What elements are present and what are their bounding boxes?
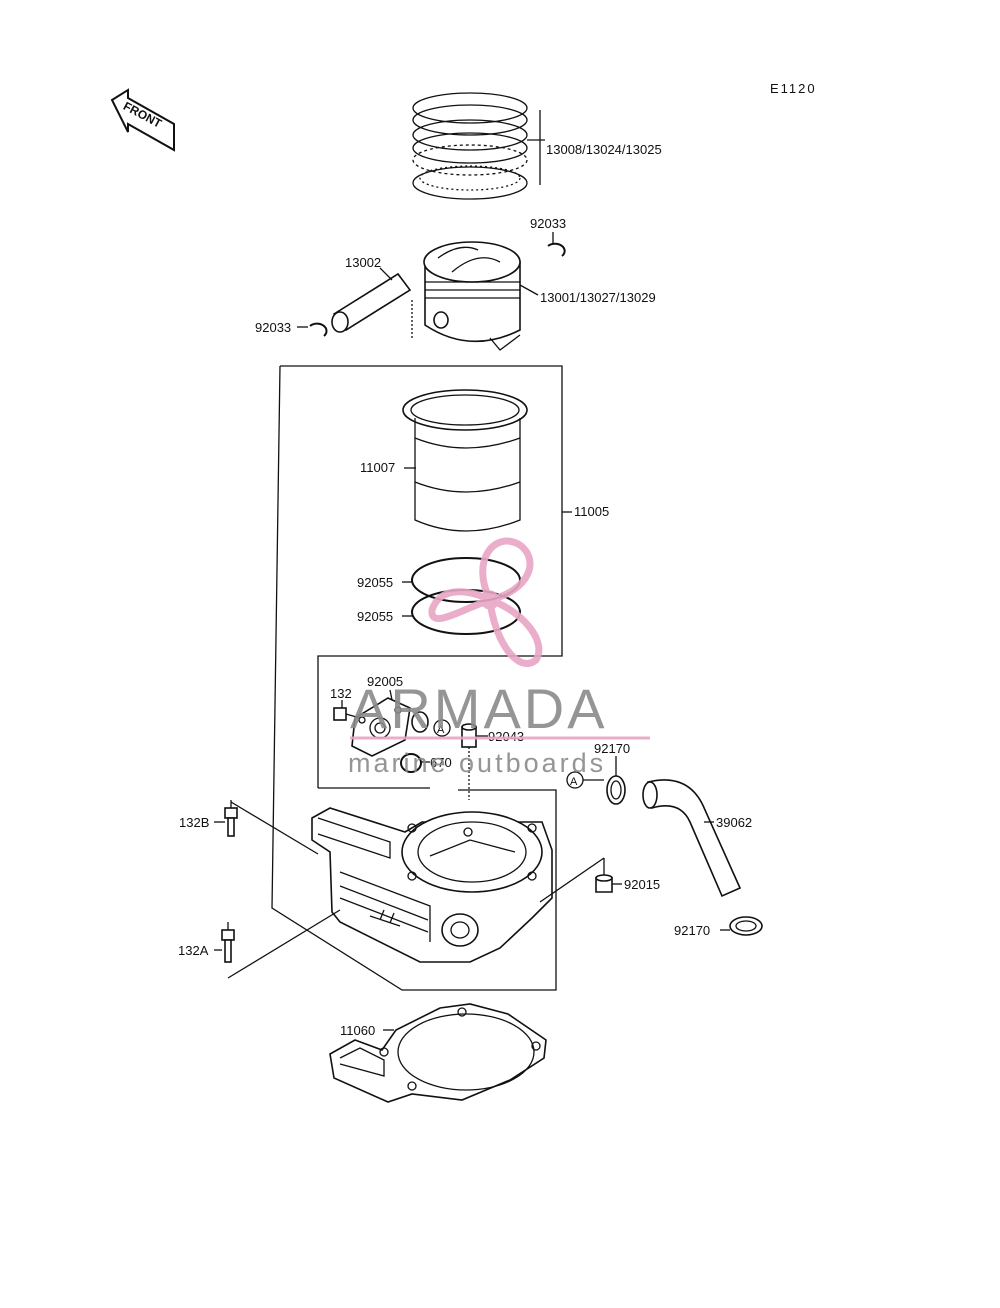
label-piston: 13001/13027/13029 xyxy=(540,290,656,305)
label-bolt-a: 132A xyxy=(178,943,209,958)
label-rings: 13008/13024/13025 xyxy=(546,142,662,157)
watermark-tagline: marine outboards xyxy=(348,748,606,778)
label-oring-lower: 92055 xyxy=(357,609,393,624)
ref-a-right-label: A xyxy=(570,776,578,788)
piston-rings xyxy=(412,92,545,200)
bolt-a xyxy=(221,922,235,963)
label-clamp-upper: 92170 xyxy=(594,741,630,756)
piston xyxy=(423,241,521,351)
piston-pin xyxy=(331,272,412,333)
clip-left xyxy=(309,322,328,337)
ref-a-upper xyxy=(433,719,451,737)
label-bolt-b: 132B xyxy=(179,815,209,830)
label-bolt-fitting: 132 xyxy=(330,686,352,701)
clip-right xyxy=(547,242,566,257)
label-oring-upper: 92055 xyxy=(357,575,393,590)
front-arrow-icon: FRONT xyxy=(110,88,175,152)
watermark-brand: ARMADA xyxy=(350,677,608,740)
label-hose: 39062 xyxy=(716,815,752,830)
bracket-frame-lower xyxy=(271,365,557,991)
label-gasket: 11060 xyxy=(340,1023,375,1038)
label-cylinder: 11005 xyxy=(574,504,609,519)
label-clamp-lower: 92170 xyxy=(674,923,710,938)
label-oring-small: 670 xyxy=(430,755,452,770)
label-clip-left: 92033 xyxy=(255,320,291,335)
bolt-fitting xyxy=(333,707,361,721)
oring-small xyxy=(400,753,422,773)
clamp-lower xyxy=(729,916,763,936)
clamp-upper xyxy=(606,775,626,805)
label-fitting: 92005 xyxy=(367,674,403,689)
hose xyxy=(642,779,742,898)
bolt-b xyxy=(224,800,238,837)
cylinder-block xyxy=(311,807,553,963)
water-fitting xyxy=(351,697,429,757)
diagram-code: E1120 xyxy=(770,81,817,96)
ref-a-upper-label: A xyxy=(437,724,445,736)
propeller-logo-icon xyxy=(428,537,543,667)
label-sleeve: 11007 xyxy=(360,460,395,475)
head-gasket xyxy=(329,1003,547,1103)
label-nut: 92015 xyxy=(624,877,660,892)
bracket-frame-upper xyxy=(280,365,563,788)
cylinder-sleeve xyxy=(402,389,528,532)
label-pin: 13002 xyxy=(345,255,381,270)
nut xyxy=(595,874,613,893)
label-clip-right: 92033 xyxy=(530,216,566,231)
armada-watermark: ARMADA marine outboards xyxy=(348,537,650,778)
